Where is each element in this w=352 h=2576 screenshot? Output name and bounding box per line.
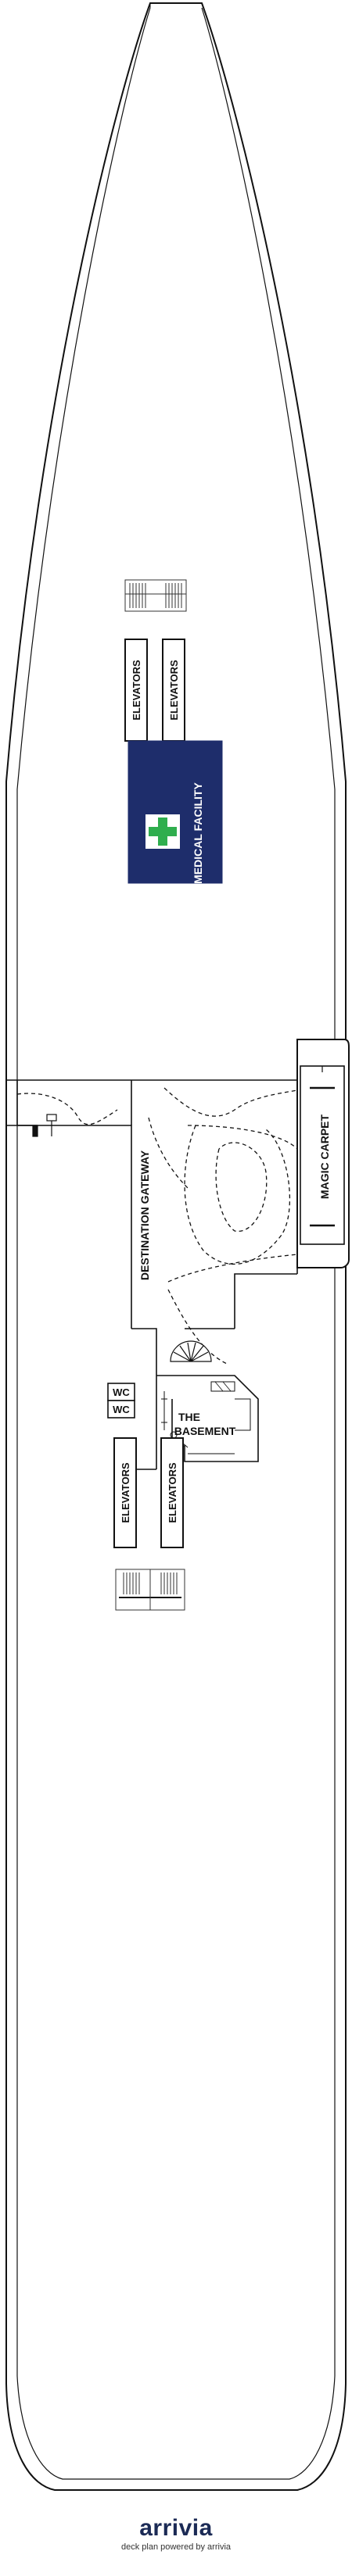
elevators-label-fwd-1: ELEVATORS (131, 660, 142, 721)
destination-gateway-label: DESTINATION GATEWAY (138, 1150, 151, 1280)
circulation-paths (16, 1087, 298, 1365)
forward-elevators: ELEVATORS ELEVATORS (124, 639, 185, 742)
arrivia-logo: arrivia (0, 2515, 352, 2542)
aft-stairs (115, 1569, 185, 1611)
ship-hull-inner (16, 7, 336, 2480)
wc-label-2: WC (113, 1404, 130, 1415)
midship-fixture (32, 1114, 57, 1137)
elevators-label-fwd-2: ELEVATORS (168, 660, 180, 721)
magic-carpet: MAGIC CARPET (296, 1039, 350, 1268)
spiral-staircase-icon (170, 1340, 212, 1362)
ship-hull (5, 2, 347, 2491)
arrivia-brand-text: arrivia (139, 2515, 213, 2541)
green-cross-icon (145, 814, 180, 849)
the-basement-label-line2: BASEMENT (174, 1425, 236, 1437)
the-basement-label-line1: THE (178, 1411, 200, 1423)
aft-elevators: ELEVATORS ELEVATORS (113, 1437, 184, 1548)
elevators-label-aft-1: ELEVATORS (120, 1462, 131, 1523)
elevators-label-aft-2: ELEVATORS (167, 1462, 178, 1523)
forward-stairs (124, 579, 187, 612)
medical-facility: MEDICAL FACILITY (128, 740, 223, 884)
powered-by-text: deck plan powered by arrivia (120, 2542, 232, 2552)
wc-block: WC WC (107, 1383, 135, 1419)
footer: arrivia deck plan powered by arrivia (0, 2515, 352, 2552)
medical-facility-label: MEDICAL FACILITY (192, 782, 204, 884)
magic-carpet-label: MAGIC CARPET (318, 1114, 331, 1200)
wc-label-1: WC (113, 1386, 130, 1398)
